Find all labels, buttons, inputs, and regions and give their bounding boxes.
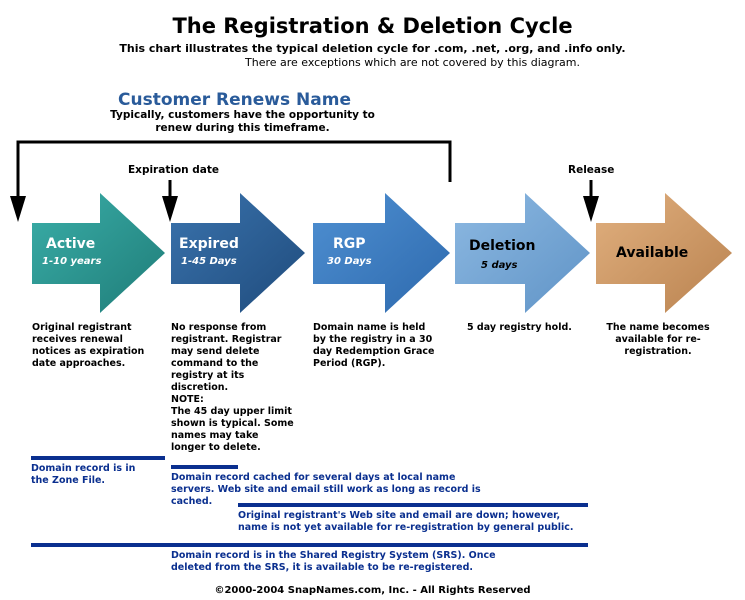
stage-desc-rgp: Domain name is held by the registry in a… <box>313 322 435 369</box>
stage-arrow-active <box>32 193 165 313</box>
stage-duration-rgp: 30 Days <box>327 256 372 267</box>
expiration-arrowhead <box>162 196 178 222</box>
stage-label-deletion: Deletion <box>469 238 536 254</box>
timeline-text-srs: Domain record is in the Shared Registry … <box>171 550 496 573</box>
stage-desc-active: Original registrant receives renewal not… <box>32 322 145 369</box>
page-subtitle: This chart illustrates the typical delet… <box>119 42 626 55</box>
stage-duration-deletion: 5 days <box>481 260 518 271</box>
stage-note-label-expired: NOTE: <box>171 394 204 405</box>
stage-label-available: Available <box>616 245 689 261</box>
renew-title: Customer Renews Name <box>118 90 351 110</box>
exceptions-note: There are exceptions which are not cover… <box>245 56 580 69</box>
stage-label-expired: Expired <box>179 236 239 252</box>
stage-label-active: Active <box>46 236 96 252</box>
page-title: The Registration & Deletion Cycle <box>172 14 573 38</box>
timeline-bar-zone-file <box>31 456 165 460</box>
stage-arrow-rgp <box>313 193 450 313</box>
copyright-footer: ©2000-2004 SnapNames.com, Inc. - All Rig… <box>214 585 531 596</box>
stage-arrow-expired <box>171 193 305 313</box>
stage-desc-deletion: 5 day registry hold. <box>467 322 572 333</box>
stage-arrow-available <box>596 193 732 313</box>
release-arrowhead <box>583 196 599 222</box>
stage-duration-active: 1-10 years <box>42 256 102 267</box>
stage-note-expired: The 45 day upper limit shown is typical.… <box>171 406 294 453</box>
stage-duration-expired: 1-45 Days <box>181 256 237 267</box>
stage-arrow-deletion <box>455 193 590 313</box>
renew-text: Typically, customers have the opportunit… <box>110 109 375 134</box>
renew-bracket <box>16 140 452 198</box>
stage-desc-expired: No response from registrant. Registrar m… <box>171 322 282 393</box>
timeline-bar-srs <box>31 543 588 547</box>
timeline-text-cache: Domain record cached for several days at… <box>171 472 481 507</box>
stage-label-rgp: RGP <box>333 236 366 252</box>
renew-start-arrowhead <box>10 196 26 222</box>
stage-desc-available: The name becomes available for re-regist… <box>606 322 710 357</box>
release-label: Release <box>568 164 615 176</box>
timeline-text-zone-file: Domain record is in the Zone File. <box>31 463 136 486</box>
expiration-date-label: Expiration date <box>128 164 220 176</box>
timeline-bar-down <box>238 503 588 507</box>
timeline-bar-cache <box>171 465 238 469</box>
timeline-text-down: Original registrant's Web site and email… <box>238 510 574 533</box>
